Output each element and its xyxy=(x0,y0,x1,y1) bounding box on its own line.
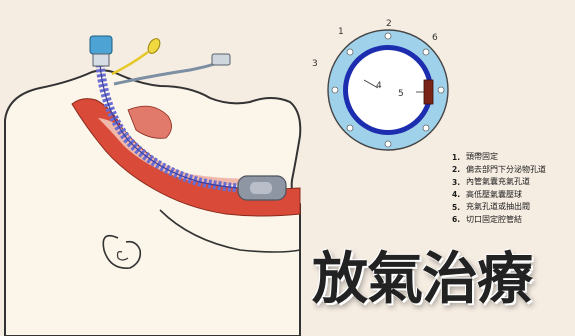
callout-1: 1 xyxy=(338,27,344,37)
legend-item: 1.頭帶固定 xyxy=(452,151,570,164)
callout-3: 3 xyxy=(312,59,318,69)
legend-number: 6. xyxy=(452,216,466,224)
legend-number: 2. xyxy=(452,166,466,174)
legend-item: 3.內管氣囊充氣孔道 xyxy=(452,176,570,189)
callout-6: 6 xyxy=(432,33,438,43)
legend-text: 偏去部門下分泌物孔道 xyxy=(466,166,546,174)
legend-number: 4. xyxy=(452,191,466,199)
page-title: 放氣治療 xyxy=(312,247,560,313)
legend-item: 2.偏去部門下分泌物孔道 xyxy=(452,164,570,177)
pilot-balloon-line xyxy=(112,37,162,74)
legend-text: 高低壓氣囊壓球 xyxy=(466,191,522,199)
suction-line xyxy=(114,54,230,84)
cross-section-ring xyxy=(328,30,448,150)
callout-2: 2 xyxy=(386,19,392,29)
legend-text: 充氣孔道或抽出閥 xyxy=(466,203,530,211)
callout-5: 5 xyxy=(398,89,404,99)
legend-number: 5. xyxy=(452,204,466,212)
legend-item: 5.充氣孔道或抽出閥 xyxy=(452,201,570,214)
legend-number: 3. xyxy=(452,179,466,187)
tube-connector xyxy=(90,36,112,66)
legend-item: 6.切口固定腔管結 xyxy=(452,214,570,227)
legend-text: 內管氣囊充氣孔道 xyxy=(466,178,530,186)
legend-number: 1. xyxy=(452,154,466,162)
legend-list: 1.頭帶固定 2.偏去部門下分泌物孔道 3.內管氣囊充氣孔道 4.高低壓氣囊壓球… xyxy=(452,151,570,226)
tube-cuff xyxy=(238,176,286,200)
legend-item: 4.高低壓氣囊壓球 xyxy=(452,189,570,202)
legend-text: 頭帶固定 xyxy=(466,153,498,161)
callout-4: 4 xyxy=(376,81,382,91)
legend-text: 切口固定腔管結 xyxy=(466,216,522,224)
